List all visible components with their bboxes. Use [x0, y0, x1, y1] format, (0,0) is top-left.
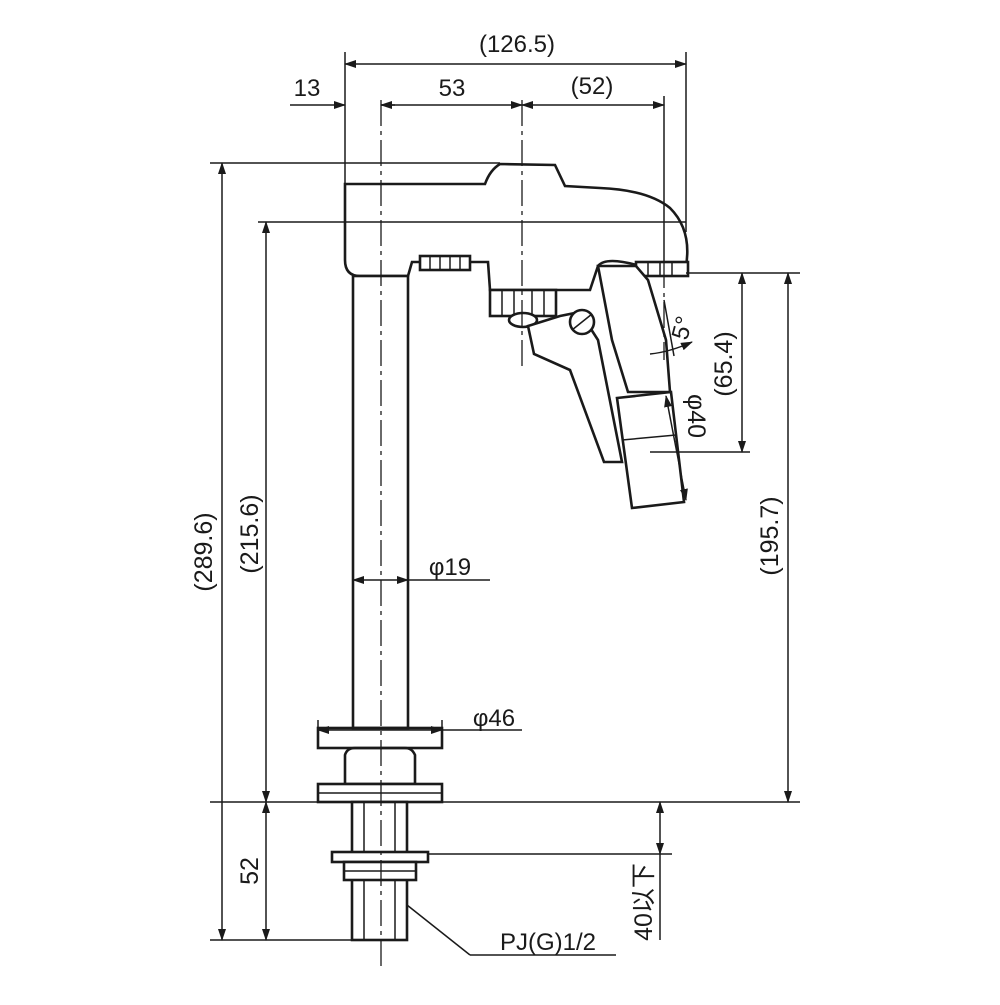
valve-stem: [507, 311, 539, 329]
dim-outlet-diameter: φ40: [682, 394, 710, 438]
dim-deck-to-outlet: (195.7): [756, 496, 784, 575]
outlet-body: [596, 264, 672, 394]
dim-spout-to-center: 53: [439, 75, 466, 102]
dim-tailpiece-length: 52: [236, 857, 264, 885]
dim-spout-reach: (52): [571, 73, 614, 100]
dim-wall-offset: 13: [294, 75, 321, 102]
dimension-labels: (126.5) 13 53 (52) (289.6) (215.6) 52 (1…: [190, 31, 784, 956]
lever-handle: [526, 310, 624, 464]
dim-counter-thickness: 40以下: [630, 863, 658, 941]
dim-outlet-drop: (65.4): [710, 331, 738, 396]
faucet-body: [316, 162, 690, 942]
base-collar: [343, 746, 417, 786]
lock-nut: [330, 850, 430, 864]
dim-overall-width: (126.5): [479, 31, 555, 58]
center-lines: [380, 100, 665, 970]
dim-thread-spec: PJ(G)1/2: [500, 929, 596, 956]
knurled-nut-left: [418, 254, 472, 272]
dim-deck-to-spout-top: (215.6): [236, 494, 264, 573]
dim-overall-height: (289.6): [190, 512, 218, 591]
dimension-lines: [210, 60, 792, 956]
aerator-outlet: [615, 390, 686, 510]
dim-base-diameter: φ46: [473, 705, 515, 732]
base-flange-outline: [316, 726, 444, 750]
dim-pipe-diameter: φ19: [429, 554, 471, 581]
